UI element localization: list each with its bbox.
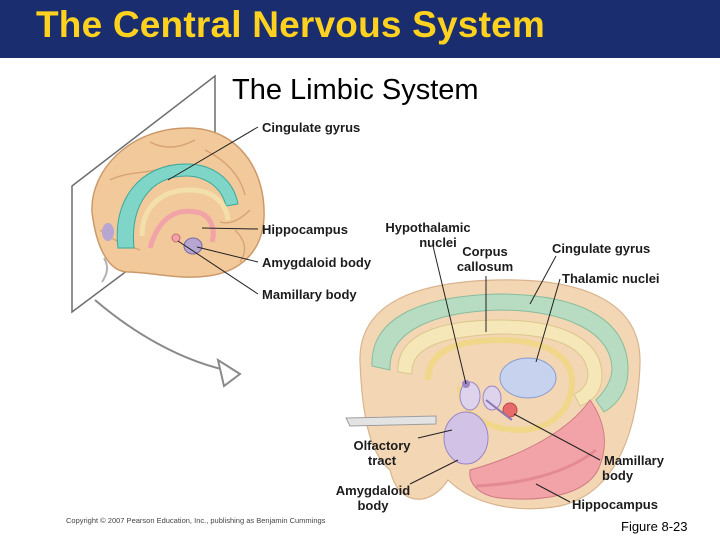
label-hypothalamic-line2: nuclei — [419, 235, 457, 250]
label-olfactory-line2: tract — [367, 453, 397, 468]
hippocampus-small — [147, 208, 216, 249]
label-mamillary-line2: body — [602, 468, 634, 483]
hippocampus-large — [469, 399, 605, 500]
corpus-callosum-large — [397, 319, 603, 407]
label-cingulate-gyrus-right: Cingulate gyrus — [552, 241, 651, 256]
copyright-text: Copyright © 2007 Pearson Education, Inc.… — [66, 516, 326, 525]
label-olfactory-tract: Olfactory tract — [346, 438, 418, 468]
amygdaloid-body-large — [443, 411, 489, 465]
label-amygdaloid-line1: Amygdaloid — [335, 483, 411, 498]
cingulate-gyrus-small — [116, 163, 239, 249]
small-brain — [91, 127, 265, 283]
mamillary-body-large — [502, 402, 518, 418]
label-corpus-line1: Corpus — [462, 244, 508, 259]
large-limbic-system — [345, 279, 641, 510]
label-amygdaloid-line2: body — [357, 498, 389, 513]
title-bar — [0, 0, 720, 58]
amygdaloid-body-small — [183, 237, 203, 255]
label-amygdaloid-body-top: Amygdaloid body — [262, 255, 372, 270]
label-hippocampus-top: Hippocampus — [262, 222, 348, 237]
label-hippocampus-bottom: Hippocampus — [572, 497, 658, 512]
pointer-arrow — [94, 299, 236, 373]
label-hypothalamic-nuclei: Hypothalamic nuclei — [378, 220, 478, 250]
label-corpus-line2: callosum — [456, 259, 514, 274]
mamillary-body-small — [171, 233, 181, 243]
thalamic-nuclei-large — [499, 357, 557, 399]
label-mamillary-line1: Mamillary — [604, 453, 664, 468]
slide-title: The Central Nervous System — [36, 4, 545, 45]
leader-lines — [167, 126, 601, 503]
label-corpus-callosum: Corpus callosum — [446, 244, 524, 274]
label-hypothalamic-line1: Hypothalamic — [385, 220, 471, 235]
olfactory-tract-large — [345, 415, 437, 427]
figure-number: Figure 8-23 — [621, 519, 688, 534]
subtitle: The Limbic System — [232, 74, 479, 106]
label-thalamic-nuclei: Thalamic nuclei — [562, 271, 660, 286]
label-amygdaloid-body-bottom: Amygdaloid body — [330, 483, 416, 513]
cingulate-gyrus-large — [371, 293, 629, 413]
label-mamillary-body-top: Mamillary body — [262, 287, 357, 302]
label-mamillary-body-bottom: Mamillary body — [598, 453, 670, 483]
label-cingulate-gyrus-top: Cingulate gyrus — [262, 120, 361, 135]
label-olfactory-line1: Olfactory — [353, 438, 411, 453]
